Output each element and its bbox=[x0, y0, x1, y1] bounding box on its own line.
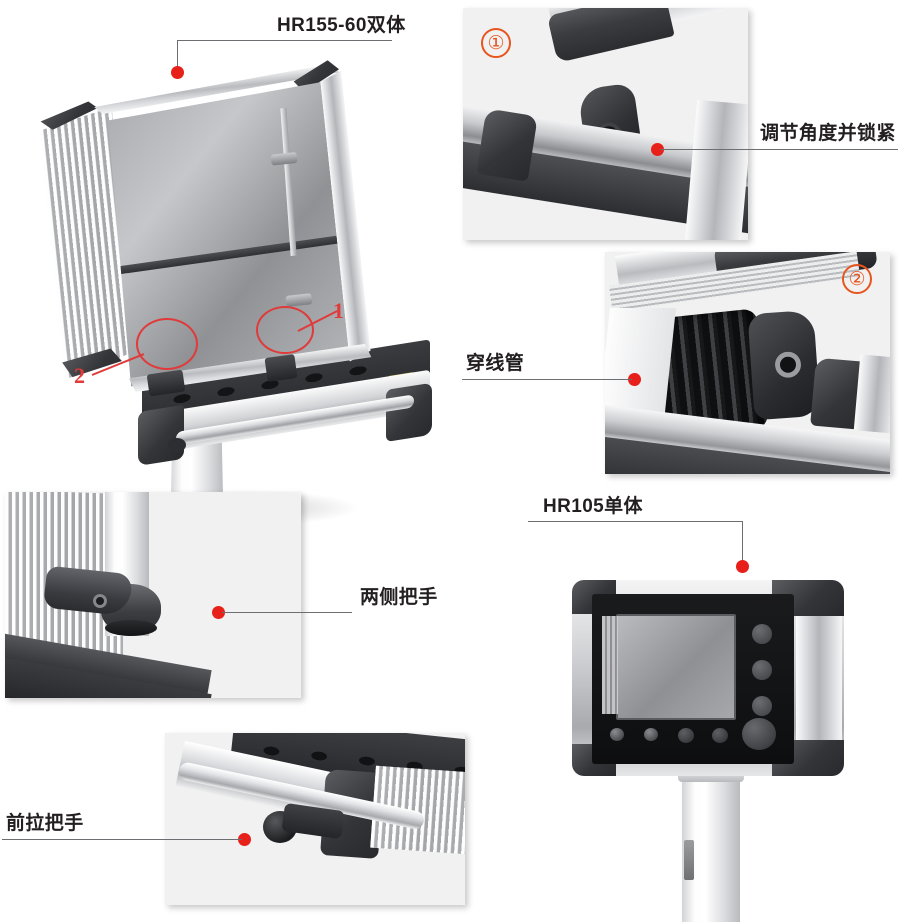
front-handle-marker-dot bbox=[238, 833, 251, 846]
hr105-bottom-button-3[interactable] bbox=[678, 728, 694, 743]
main-product-photo bbox=[20, 60, 440, 530]
cable-conduit-leader bbox=[462, 379, 632, 380]
main-product-leader-vertical bbox=[177, 40, 178, 72]
hr105-pole-clamp bbox=[684, 840, 694, 880]
right-vertical-leg bbox=[685, 99, 748, 240]
step-badge-one: ① bbox=[481, 28, 511, 58]
side-handles-marker-dot bbox=[212, 606, 225, 619]
cable-conduit-label: 穿线管 bbox=[466, 353, 525, 374]
main-product-leader-horizontal bbox=[177, 40, 392, 41]
annotation-circle-1 bbox=[256, 306, 314, 354]
adjust-angle-leader bbox=[660, 149, 898, 150]
hr105-main-dial[interactable] bbox=[742, 718, 776, 750]
step-badge-two: ② bbox=[842, 264, 872, 294]
main-product-marker-dot bbox=[171, 66, 184, 79]
hr105-leader-vertical bbox=[742, 521, 743, 563]
hr105-bottom-knob-1[interactable] bbox=[610, 728, 624, 741]
front-handle-label: 前拉把手 bbox=[6, 813, 84, 834]
hr105-front-fascia bbox=[592, 594, 794, 764]
hr105-housing bbox=[572, 580, 844, 776]
hr105-bottom-knob-2[interactable] bbox=[644, 728, 658, 741]
upper-beam-end-cap bbox=[547, 8, 675, 63]
left-corner-cap bbox=[476, 108, 538, 182]
hinge-block-right bbox=[264, 354, 298, 382]
annotation-circle-2 bbox=[136, 318, 198, 370]
detail-photo-two: ② bbox=[605, 252, 890, 474]
clamp-screw bbox=[93, 594, 107, 608]
gas-strut bbox=[280, 108, 296, 256]
base-corner-cap-right bbox=[386, 382, 432, 442]
annotation-number-1: 1 bbox=[333, 298, 344, 323]
clamp-collar-base bbox=[105, 620, 157, 636]
hr105-side-button-1[interactable] bbox=[752, 624, 772, 644]
bracket-bolt-hole bbox=[774, 350, 802, 379]
conduit-bracket bbox=[747, 309, 821, 421]
adjust-angle-label: 调节角度并锁紧 bbox=[760, 123, 896, 144]
hr105-display-screen bbox=[616, 614, 736, 720]
annotation-number-2: 2 bbox=[74, 363, 85, 388]
hr105-photo bbox=[560, 548, 900, 922]
side-handles-leader bbox=[222, 612, 352, 613]
hr105-bottom-button-4[interactable] bbox=[712, 728, 728, 743]
interior-divider-bar bbox=[118, 234, 353, 275]
detail-photo-one: ① bbox=[463, 8, 748, 240]
hr105-leader-horizontal bbox=[528, 521, 743, 522]
pull-tube-end-knob bbox=[168, 438, 186, 452]
strut-bracket-upper bbox=[270, 152, 297, 166]
hr105-right-side-slab bbox=[796, 586, 842, 770]
adjust-angle-marker-dot bbox=[651, 143, 664, 156]
hr105-side-button-3[interactable] bbox=[752, 696, 772, 716]
strut-bracket-lower bbox=[285, 293, 312, 307]
hr105-label: HR105单体 bbox=[543, 496, 643, 517]
hr105-marker-dot bbox=[736, 560, 749, 573]
handle-clamp-photo bbox=[5, 492, 301, 698]
clamp-arm bbox=[43, 565, 133, 617]
hr105-side-button-2[interactable] bbox=[752, 660, 772, 680]
pull-handle-photo bbox=[165, 733, 465, 905]
front-handle-leader bbox=[2, 839, 242, 840]
side-handles-label: 两侧把手 bbox=[360, 587, 438, 608]
hr105-screen-reflection bbox=[602, 616, 618, 714]
cable-conduit-marker-dot bbox=[628, 373, 641, 386]
main-product-label: HR155-60双体 bbox=[277, 15, 406, 36]
right-edge-rail bbox=[853, 354, 890, 434]
